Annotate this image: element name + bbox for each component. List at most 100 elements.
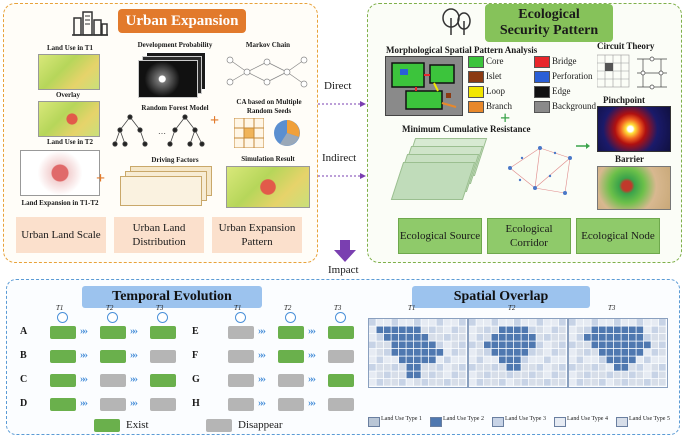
grid-cell — [499, 334, 506, 341]
grid-cell — [629, 334, 636, 341]
chevron-right-icon: »» — [80, 373, 88, 385]
grid-cell — [499, 341, 506, 349]
grid-cell — [414, 334, 421, 341]
chevron-right-icon: »» — [130, 325, 138, 337]
grid-cell — [621, 364, 629, 371]
impact-arrow — [334, 240, 356, 262]
grid-cell — [429, 334, 436, 341]
grid-cell — [536, 319, 544, 326]
grid-cell — [651, 334, 659, 341]
grid-cell — [444, 371, 451, 379]
grid-cell — [399, 349, 406, 356]
grid-cell — [636, 356, 644, 364]
grid-cell — [506, 349, 514, 356]
grid-cell — [636, 341, 644, 349]
grid-cell — [636, 326, 644, 334]
clock-icon — [235, 312, 246, 323]
grid-cell — [436, 349, 444, 356]
urban-expansion-title: Urban Expansion — [118, 9, 246, 33]
row-label: F — [192, 350, 199, 361]
grid-cell — [521, 334, 529, 341]
grid-cell — [559, 334, 566, 341]
ecological-title-line2: Security Pattern — [499, 23, 599, 38]
grid-cell — [376, 319, 384, 326]
grid-cell — [599, 371, 606, 379]
exist-bar — [50, 398, 76, 411]
grid-cell — [514, 334, 521, 341]
row-label: D — [20, 398, 28, 409]
grid-cell — [621, 334, 629, 341]
grid-cell — [544, 334, 551, 341]
grid-cell — [491, 371, 499, 379]
grid-cell — [436, 341, 444, 349]
grid-cell — [551, 364, 559, 371]
grid-cell — [369, 379, 376, 386]
grid-cell — [584, 379, 591, 386]
grid-cell — [436, 379, 444, 386]
mspa-legend-swatch — [468, 86, 484, 98]
plus-icon-left: + — [96, 170, 106, 187]
chevron-right-icon: »» — [308, 325, 316, 337]
grid-cell — [621, 379, 629, 386]
barrier-label: Barrier — [615, 154, 644, 164]
grid-cell — [406, 356, 414, 364]
grid-cell — [659, 326, 666, 334]
grid-cell — [514, 349, 521, 356]
grid-cell — [536, 326, 544, 334]
grid-cell — [406, 341, 414, 349]
grid-cell — [569, 341, 576, 349]
grid-cell — [514, 371, 521, 379]
grid-cell — [614, 319, 621, 326]
grid-cell — [551, 356, 559, 364]
grid-cell — [576, 349, 584, 356]
grid-cell — [576, 371, 584, 379]
grid-cell — [621, 341, 629, 349]
grid-cell — [451, 349, 459, 356]
grid-cell — [659, 341, 666, 349]
grid-cell — [459, 356, 466, 364]
grid-cell — [384, 319, 391, 326]
grid-cell — [636, 379, 644, 386]
grid-cell — [451, 326, 459, 334]
grid-cell — [421, 326, 429, 334]
grid-cell — [521, 326, 529, 334]
grid-cell — [369, 334, 376, 341]
grid-cell — [436, 319, 444, 326]
grid-cell — [551, 349, 559, 356]
grid-cell — [399, 379, 406, 386]
grid-cell — [399, 319, 406, 326]
grid-cell — [584, 371, 591, 379]
city-icon — [72, 10, 108, 36]
t-label: T3 — [334, 304, 342, 312]
grid-cell — [659, 371, 666, 379]
grid-cell — [559, 326, 566, 334]
grid-cell — [376, 349, 384, 356]
grid-cell — [384, 341, 391, 349]
grid-cell — [484, 364, 491, 371]
grid-cell — [521, 364, 529, 371]
grid-cell — [659, 379, 666, 386]
grid-cell — [644, 371, 651, 379]
grid-cell — [506, 319, 514, 326]
grid-cell — [476, 349, 484, 356]
grid-cell — [521, 349, 529, 356]
grid-cell — [436, 334, 444, 341]
corridor-network-diagram — [500, 138, 590, 204]
chevron-right-icon: »» — [258, 325, 266, 337]
chevron-right-icon: »» — [130, 397, 138, 409]
grid-cell — [469, 356, 476, 364]
grid-cell — [399, 326, 406, 334]
grid-cell — [384, 334, 391, 341]
grid-cell — [551, 371, 559, 379]
grid-cell — [506, 371, 514, 379]
chevron-right-icon: »» — [80, 325, 88, 337]
random-forest-label: Random Forest Model — [141, 104, 209, 112]
grid-cell — [606, 371, 614, 379]
ecological-security-title: Ecological Security Pattern — [485, 4, 613, 42]
grid-cell — [591, 334, 599, 341]
grid-cell — [599, 334, 606, 341]
grid-cell — [659, 319, 666, 326]
t-label: T2 — [284, 304, 292, 312]
